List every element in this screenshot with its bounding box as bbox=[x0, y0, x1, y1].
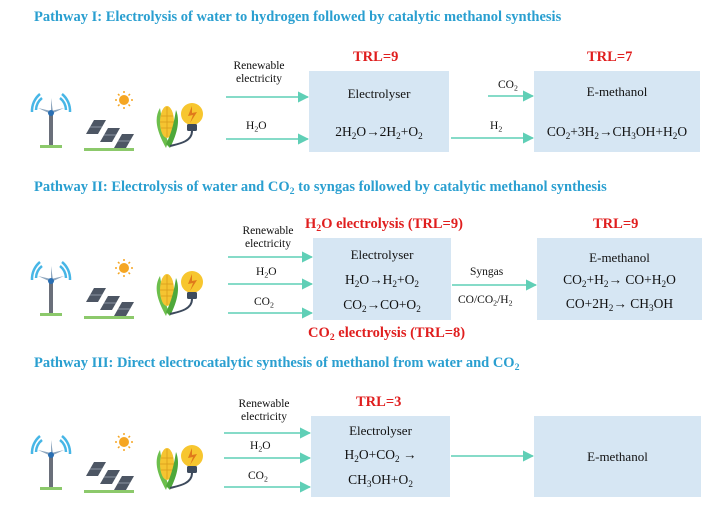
methanol-label-3: E-methanol bbox=[587, 449, 648, 464]
input-electricity-2: Renewable electricity bbox=[242, 225, 294, 250]
input-h2o-3: H2O bbox=[250, 440, 271, 454]
corn-bulb-icon bbox=[156, 445, 203, 490]
solar-panel-icon bbox=[84, 259, 134, 319]
trl-methanol-2: TRL=9 bbox=[593, 216, 639, 232]
input-electricity-1: Renewable electricity bbox=[233, 60, 285, 85]
input-co2-2: CO2 bbox=[254, 296, 274, 310]
electrolyser-box-2 bbox=[313, 238, 451, 320]
electrolyser-reaction-3b: CH3OH+O2 bbox=[348, 472, 413, 489]
electrolyser-box-3 bbox=[311, 416, 450, 497]
electrolyser-reaction-1: 2H2O→2H2+O2 bbox=[335, 124, 423, 141]
methanol-label-2: E-methanol bbox=[589, 250, 650, 265]
electrolyser-reaction-3a: H2O+CO2 → bbox=[344, 447, 417, 464]
trl-electrolyser-3: TRL=3 bbox=[356, 394, 402, 410]
methanol-label-1: E-methanol bbox=[586, 84, 648, 99]
solar-panel-icon bbox=[84, 433, 134, 493]
electrolyser-label-1: Electrolyser bbox=[347, 86, 411, 101]
link-h2-1: H2 bbox=[490, 120, 503, 134]
pathway-3-title: Pathway III: Direct electrocatalytic syn… bbox=[34, 355, 520, 373]
trl-co2-electrolysis: CO2 electrolysis (TRL=8) bbox=[308, 325, 466, 343]
methanol-box-1 bbox=[534, 71, 700, 152]
corn-bulb-icon bbox=[156, 103, 203, 148]
corn-bulb-icon bbox=[156, 271, 203, 316]
icon-row-2 bbox=[30, 258, 210, 327]
methanol-box-3 bbox=[534, 416, 701, 497]
methanol-reaction-2a: CO2+H2→ CO+H2O bbox=[563, 272, 676, 289]
input-h2o-2: H2O bbox=[256, 266, 277, 280]
pathway-1-title: Pathway I: Electrolysis of water to hydr… bbox=[34, 9, 562, 25]
solar-panel-icon bbox=[84, 91, 134, 151]
trl-h2o-electrolysis: H2O electrolysis (TRL=9) bbox=[305, 216, 463, 234]
electrolyser-box-1 bbox=[309, 71, 449, 152]
pathway-2-title: Pathway II: Electrolysis of water and CO… bbox=[34, 179, 607, 197]
link-syngas-label: Syngas bbox=[470, 266, 504, 278]
electrolyser-reaction-2b: CO2→CO+O2 bbox=[343, 297, 421, 314]
methanol-reaction-1: CO2+3H2→CH3OH+H2O bbox=[546, 124, 688, 141]
input-electricity-3: Renewable electricity bbox=[238, 398, 290, 423]
methanol-box-2 bbox=[537, 238, 702, 320]
input-h2o-1: H2O bbox=[246, 120, 267, 134]
trl-methanol-1: TRL=7 bbox=[587, 49, 633, 65]
trl-electrolyser-1: TRL=9 bbox=[353, 49, 399, 65]
electrolyser-label-2: Electrolyser bbox=[350, 247, 414, 262]
electrolyser-label-3: Electrolyser bbox=[349, 423, 412, 438]
icon-row-1 bbox=[30, 90, 210, 159]
wind-turbine-icon bbox=[30, 261, 72, 316]
wind-turbine-icon bbox=[30, 93, 72, 148]
icon-row-3 bbox=[30, 432, 210, 501]
input-co2-3: CO2 bbox=[248, 470, 268, 484]
electrolyser-reaction-2a: H2O→H2+O2 bbox=[345, 272, 419, 289]
wind-turbine-icon bbox=[30, 435, 72, 490]
link-co2-1: CO2 bbox=[498, 79, 518, 93]
methanol-reaction-2b: CO+2H2→ CH3OH bbox=[565, 296, 674, 313]
link-syngas-sublabel: CO/CO2/H2 bbox=[458, 294, 513, 308]
